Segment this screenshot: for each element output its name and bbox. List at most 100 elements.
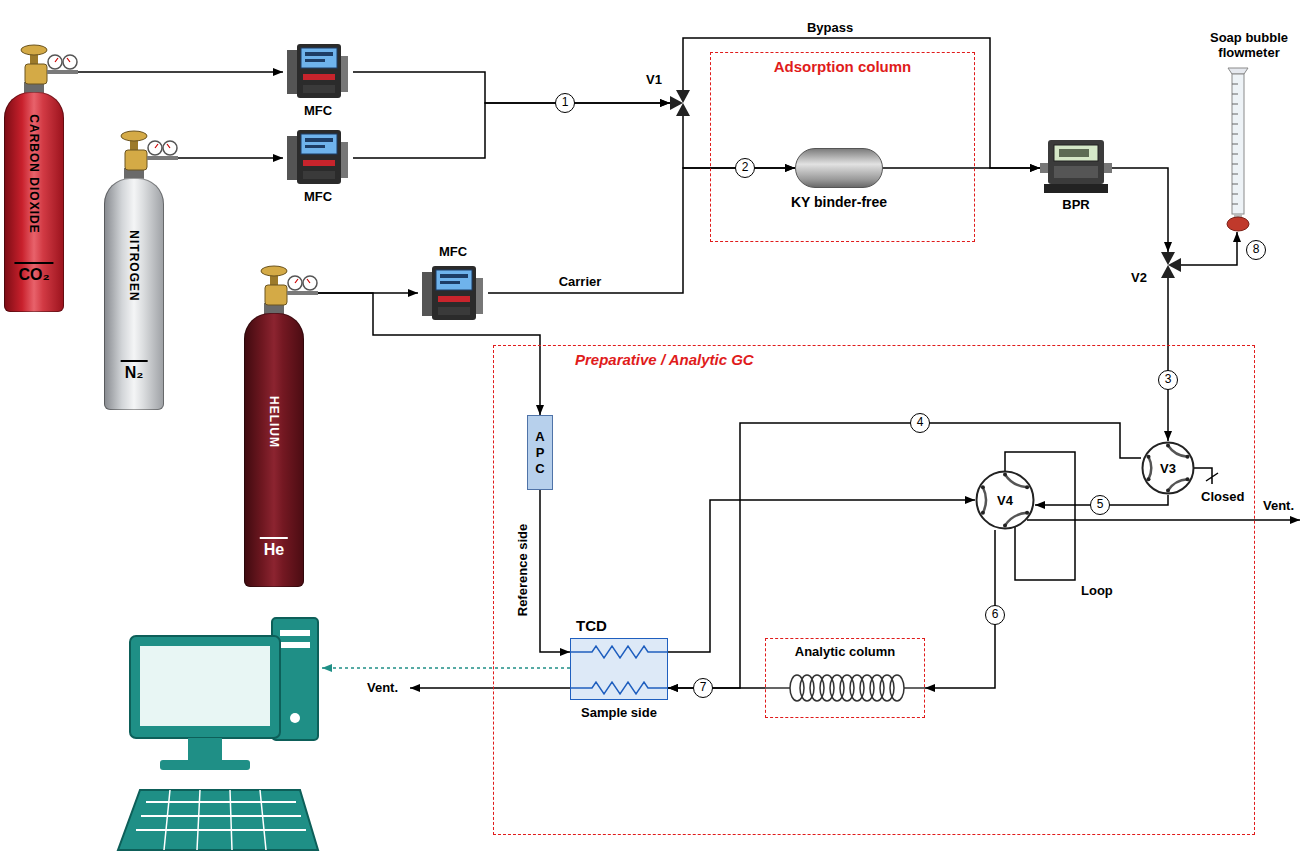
callout-number: 2 [735, 158, 755, 178]
gas-formula: N₂ [121, 360, 148, 382]
callout-number: 6 [985, 605, 1005, 625]
valve-symbol [1155, 252, 1181, 278]
edge-label: Carrier [557, 274, 604, 289]
flow-line [883, 167, 1040, 169]
flow-line [925, 530, 995, 688]
callout-number: 4 [910, 413, 930, 433]
flow-line [668, 687, 765, 689]
side-label: Reference side [515, 524, 530, 617]
mass-flow-controller: MFC [283, 42, 353, 120]
callout-number: 7 [693, 678, 713, 698]
icon-art [420, 264, 485, 326]
gas-formula: CO₂ [14, 262, 53, 284]
gas-cylinder: HELIUM He [244, 263, 318, 587]
cylinder-body: CARBON DIOXIDE CO₂ [4, 92, 64, 312]
three-way-valve: V2 [1155, 252, 1181, 278]
valve-label: V3 [1141, 461, 1195, 476]
valve-label: V4 [975, 493, 1035, 508]
icon-art [285, 128, 350, 190]
vent-line [1027, 519, 1300, 521]
sample-loop [1005, 452, 1075, 580]
apc-box: A P C [527, 415, 553, 490]
flow-line [668, 500, 975, 652]
device-label: BPR [1040, 197, 1112, 212]
icon-art [670, 90, 696, 120]
gas-name: CARBON DIOXIDE [27, 114, 41, 233]
dashed-region: Adsorption column KY binder-free [710, 52, 975, 242]
icon-art [1196, 30, 1302, 236]
note-label: Loop [1080, 583, 1114, 598]
callout-number: 8 [1246, 240, 1266, 260]
valve-label: V1 [646, 72, 662, 87]
gas-name: HELIUM [267, 396, 281, 448]
region-title: Analytic column [795, 644, 895, 659]
device-label: MFC [283, 189, 353, 204]
icon-art [570, 638, 668, 704]
apc-label: A P C [534, 429, 546, 477]
note-label: Vent. [366, 680, 399, 695]
back-pressure-regulator: BPR [1040, 138, 1112, 214]
cylinder-valve [244, 263, 318, 315]
icon-art [104, 128, 178, 184]
flow-line [178, 157, 283, 159]
tcd-filaments [570, 638, 668, 700]
note-label: Closed [1200, 489, 1245, 504]
callout-number: 3 [1158, 370, 1178, 390]
cylinder-valve [4, 42, 78, 94]
mfc-device [420, 264, 485, 322]
cylinder-body: NITROGEN N₂ [104, 178, 164, 410]
flow-line [1181, 232, 1237, 265]
icon-art [4, 42, 78, 98]
icon-art [285, 42, 350, 104]
region-title: Preparative / Analytic GC [575, 351, 754, 368]
flowmeter-tube [1196, 30, 1302, 232]
flow-line [1112, 168, 1168, 252]
mass-flow-controller: MFC [418, 244, 488, 322]
signal-line [322, 667, 570, 669]
valve-label: V2 [1131, 270, 1147, 285]
gas-formula: He [260, 537, 288, 559]
flow-line [78, 71, 283, 73]
flow-line [353, 103, 670, 158]
note-label: Sample side [580, 705, 658, 720]
gas-name: NITROGEN [127, 230, 141, 301]
region-title: Adsorption column [774, 58, 912, 75]
dashed-region: Preparative / Analytic GC A P C V3V4TCD Ana… [493, 345, 1255, 835]
analytic-column: Analytic column [765, 638, 925, 718]
mfc-device [285, 128, 350, 186]
mass-flow-controller: MFC [283, 128, 353, 206]
flow-line [668, 423, 1141, 688]
device-label: MFC [283, 103, 353, 118]
bpr-device [1040, 138, 1112, 194]
note-label: Vent. [1262, 498, 1295, 513]
flow-line [540, 490, 570, 652]
mfc-device [285, 42, 350, 100]
valve-symbol [670, 90, 696, 116]
icon-art [244, 263, 318, 319]
callout-number: 5 [1090, 495, 1110, 515]
icon-art [1040, 138, 1112, 198]
soap-bubble-flowmeter: Soap bubble flowmeter [1196, 30, 1302, 232]
column-label: KY binder-free [791, 194, 887, 210]
device-label: Soap bubble flowmeter [1196, 30, 1302, 60]
gas-cylinder: NITROGEN N₂ [104, 128, 178, 410]
three-way-valve: V1 [670, 90, 696, 116]
flow-line [488, 168, 795, 293]
vent-line [410, 687, 570, 689]
flow-line [353, 72, 670, 103]
edge-label: Bypass [805, 20, 855, 35]
tcd-detector: TCD [570, 638, 668, 700]
column-shape [795, 148, 883, 188]
cylinder-valve [104, 128, 178, 180]
computer-illustration [118, 618, 318, 850]
gas-cylinder: CARBON DIOXIDE CO₂ [4, 42, 78, 312]
device-label: MFC [418, 244, 488, 259]
cylinder-body: HELIUM He [244, 313, 304, 587]
six-port-valve: V3 [1141, 441, 1195, 495]
detector-label: TCD [576, 617, 607, 634]
callout-number: 1 [555, 93, 575, 113]
adsorption-column: KY binder-free [795, 148, 883, 188]
